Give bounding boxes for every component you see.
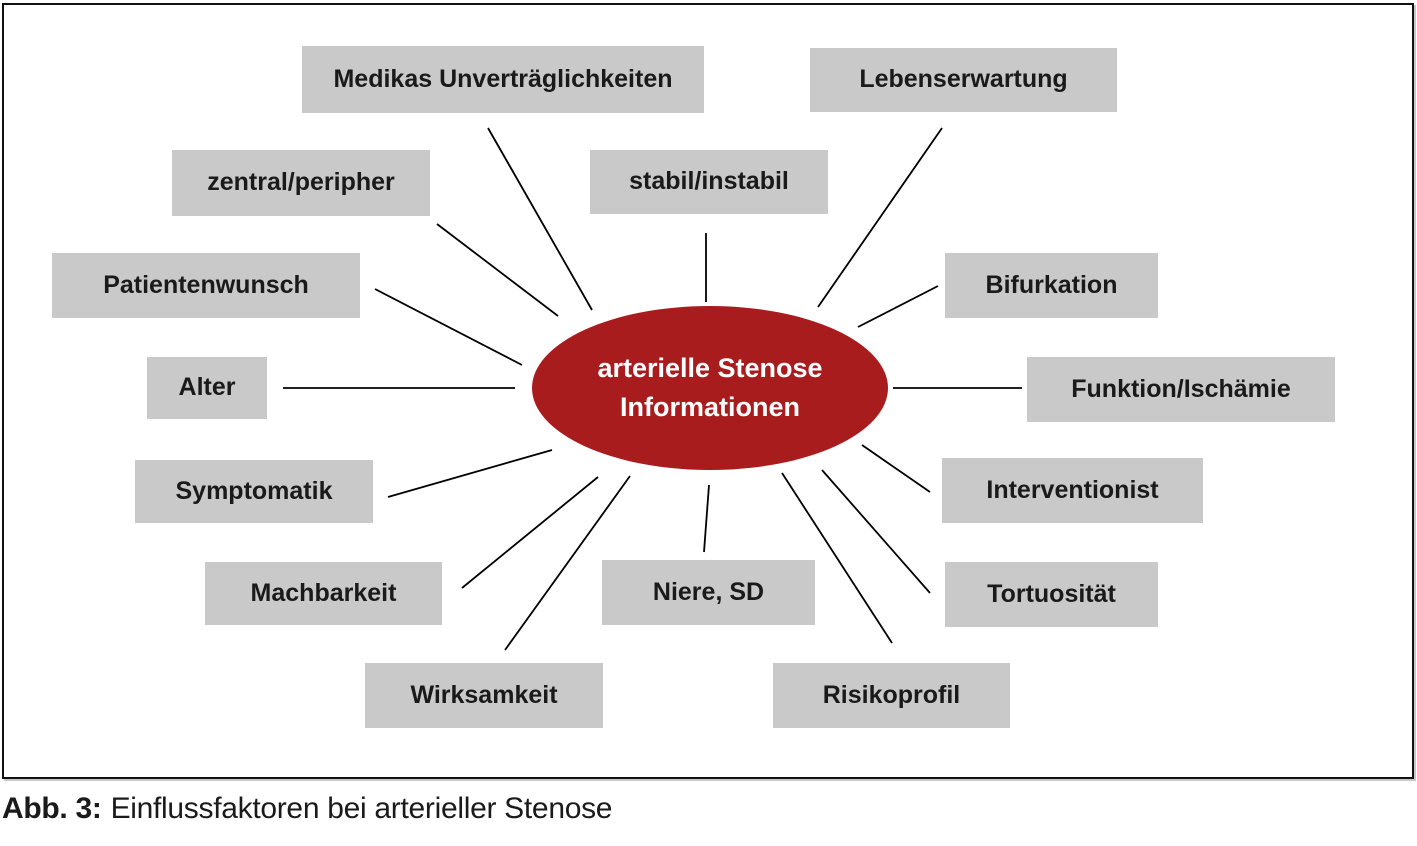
node-label: Bifurkation bbox=[985, 270, 1118, 299]
node-tortuositaet: Tortuosität bbox=[945, 562, 1158, 627]
node-lebenserwartung: Lebenserwartung bbox=[810, 48, 1117, 112]
center-label-line2: Informationen bbox=[620, 392, 800, 422]
node-symptomatik: Symptomatik bbox=[135, 460, 373, 523]
node-label: Alter bbox=[178, 373, 236, 402]
node-label: Patientenwunsch bbox=[103, 270, 309, 299]
node-alter: Alter bbox=[147, 357, 267, 419]
node-label: Wirksamkeit bbox=[410, 680, 558, 709]
node-patientenwunsch: Patientenwunsch bbox=[52, 253, 360, 318]
node-label: stabil/instabil bbox=[629, 167, 789, 196]
node-label: Risikoprofil bbox=[822, 680, 961, 709]
node-stabil-instabil: stabil/instabil bbox=[590, 150, 828, 214]
caption-prefix: Abb. 3: bbox=[2, 792, 102, 825]
node-medikas-unvertraeglichkeiten: Medikas Unverträglichkeiten bbox=[302, 46, 704, 113]
node-label: Funktion/Ischämie bbox=[1071, 374, 1291, 403]
node-label: zentral/peripher bbox=[207, 168, 395, 197]
node-label: Medikas Unverträglichkeiten bbox=[333, 64, 673, 93]
node-label: Machbarkeit bbox=[250, 578, 397, 607]
node-risikoprofil: Risikoprofil bbox=[773, 663, 1010, 728]
node-machbarkeit: Machbarkeit bbox=[205, 562, 442, 625]
node-label: Lebenserwartung bbox=[859, 65, 1068, 94]
center-ellipse: arterielle Stenose Informationen bbox=[532, 306, 888, 470]
caption-text: Einflussfaktoren bei arterieller Stenose bbox=[110, 792, 613, 825]
figure-caption: Abb. 3:Einflussfaktoren bei arterieller … bbox=[2, 792, 612, 826]
node-niere-sd: Niere, SD bbox=[602, 560, 815, 625]
node-label: Interventionist bbox=[986, 475, 1159, 504]
node-label: Symptomatik bbox=[175, 476, 333, 505]
node-bifurkation: Bifurkation bbox=[945, 253, 1158, 318]
node-zentral-peripher: zentral/peripher bbox=[172, 150, 430, 216]
center-label-line1: arterielle Stenose bbox=[597, 352, 823, 383]
node-label: Tortuosität bbox=[987, 579, 1116, 608]
node-label: Niere, SD bbox=[652, 577, 765, 606]
node-interventionist: Interventionist bbox=[942, 458, 1203, 523]
node-funktion-ischaemie: Funktion/Ischämie bbox=[1027, 357, 1335, 422]
node-wirksamkeit: Wirksamkeit bbox=[365, 663, 603, 728]
